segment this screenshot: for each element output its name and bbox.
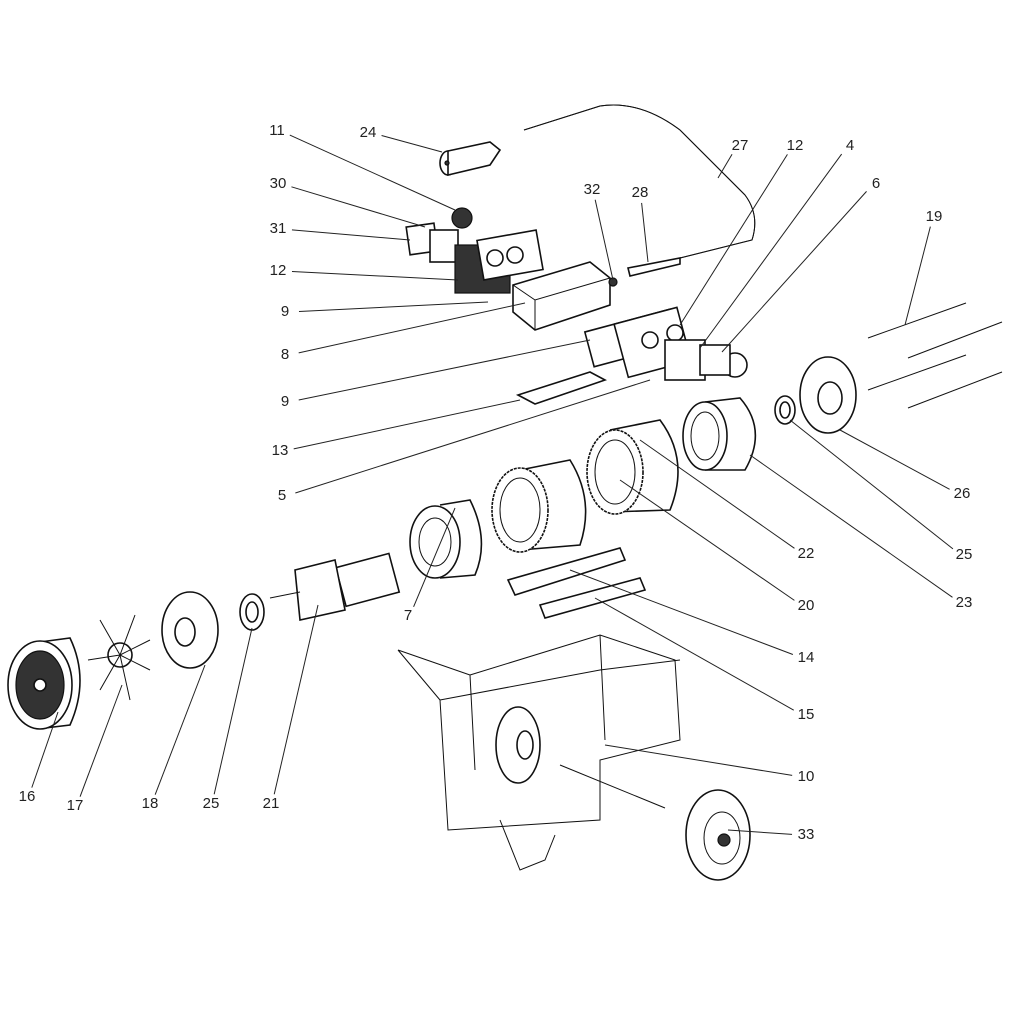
leader-line-25 — [213, 627, 253, 795]
callout-label-25: 25 — [203, 795, 220, 812]
leader-line-6 — [721, 191, 867, 353]
socket-panel-assembly — [405, 207, 544, 294]
leader-line-5 — [295, 379, 651, 494]
leader-line-33 — [727, 829, 793, 835]
leader-line-20 — [619, 479, 795, 601]
mounting-plate — [515, 371, 607, 405]
plug — [439, 141, 502, 177]
leader-line-27 — [717, 153, 733, 179]
connector — [627, 257, 681, 277]
leader-line-31 — [291, 229, 411, 241]
end-cover — [799, 356, 857, 434]
leader-line-12 — [679, 154, 788, 326]
control-box — [512, 261, 618, 331]
leader-line-28 — [641, 202, 649, 263]
leader-line-22 — [639, 439, 795, 549]
leader-line-15 — [594, 597, 795, 711]
bearing-left — [239, 593, 265, 631]
leader-line-30 — [291, 186, 426, 228]
callout-label-7: 7 — [404, 607, 412, 624]
leader-line-12 — [291, 271, 459, 281]
main-rotor — [269, 552, 401, 621]
exciter-rotor — [409, 499, 483, 579]
callout-label-27: 27 — [732, 137, 749, 154]
callout-label-23: 23 — [956, 594, 973, 611]
callout-label-20: 20 — [798, 597, 815, 614]
fan-cover — [7, 637, 81, 730]
callout-label-19: 19 — [926, 208, 943, 225]
callout-label-30: 30 — [270, 175, 287, 192]
callout-label-16: 16 — [19, 788, 36, 805]
callout-label-18: 18 — [142, 795, 159, 812]
callout-label-14: 14 — [798, 649, 815, 666]
leader-line-26 — [839, 429, 950, 490]
leader-line-16 — [31, 711, 59, 788]
callout-label-5: 5 — [278, 487, 286, 504]
bearing-right — [774, 395, 796, 425]
handle-tube — [523, 104, 756, 259]
stator-housing-rear — [586, 419, 679, 515]
leader-line-23 — [749, 454, 953, 598]
callout-label-11: 11 — [269, 122, 285, 139]
leader-line-21 — [273, 604, 319, 795]
front-bracket — [161, 591, 219, 669]
callout-label-25: 25 — [956, 546, 973, 563]
leader-line-9 — [298, 339, 591, 401]
leader-line-18 — [154, 664, 206, 795]
trolley-frame — [397, 634, 681, 871]
leader-line-7 — [413, 507, 456, 608]
leader-line-24 — [381, 135, 443, 153]
callout-label-9: 9 — [281, 303, 289, 320]
leader-line-8 — [298, 302, 526, 354]
cooling-fan — [87, 614, 151, 701]
callout-label-17: 17 — [67, 797, 84, 814]
leader-line-10 — [604, 744, 793, 776]
callout-label-13: 13 — [272, 442, 289, 459]
callout-label-12: 12 — [270, 262, 287, 279]
exciter-stator — [682, 397, 757, 471]
callout-label-33: 33 — [798, 826, 815, 843]
leader-line-14 — [569, 569, 794, 655]
callout-label-4: 4 — [846, 137, 854, 154]
leader-line-17 — [79, 684, 123, 797]
callout-label-22: 22 — [798, 545, 815, 562]
parts-drawing — [7, 104, 1003, 881]
callout-label-26: 26 — [954, 485, 971, 502]
leader-line-4 — [699, 153, 843, 349]
wheel-33 — [685, 789, 751, 881]
mounting-foot-lower — [538, 577, 647, 619]
stator-housing-front — [491, 459, 587, 553]
leader-line-19 — [904, 226, 931, 326]
callout-label-10: 10 — [798, 768, 815, 785]
tie-rods — [867, 302, 1003, 409]
callout-label-15: 15 — [798, 706, 815, 723]
callout-label-6: 6 — [872, 175, 880, 192]
leader-line-9 — [298, 301, 489, 313]
leader-line-32 — [594, 199, 614, 281]
callout-label-32: 32 — [584, 181, 601, 198]
callout-label-21: 21 — [263, 795, 280, 812]
leader-line-11 — [289, 134, 456, 211]
callout-label-12: 12 — [787, 137, 804, 154]
wheel-left — [495, 706, 541, 784]
leader-lines — [31, 134, 954, 835]
mounting-foot — [506, 547, 627, 596]
callout-label-28: 28 — [632, 184, 649, 201]
rear-panel-assembly — [583, 306, 748, 381]
callout-label-24: 24 — [360, 124, 377, 141]
callout-label-31: 31 — [270, 220, 287, 237]
callout-labels: 11 24 30 31 12 9 8 9 13 5 32 28 27 12 4 6 19 26 25 23 22 20 14… — [19, 122, 973, 843]
leader-line-25 — [789, 419, 954, 550]
leader-line-13 — [293, 399, 521, 450]
callout-label-9: 9 — [281, 393, 289, 410]
callout-label-8: 8 — [281, 346, 289, 363]
